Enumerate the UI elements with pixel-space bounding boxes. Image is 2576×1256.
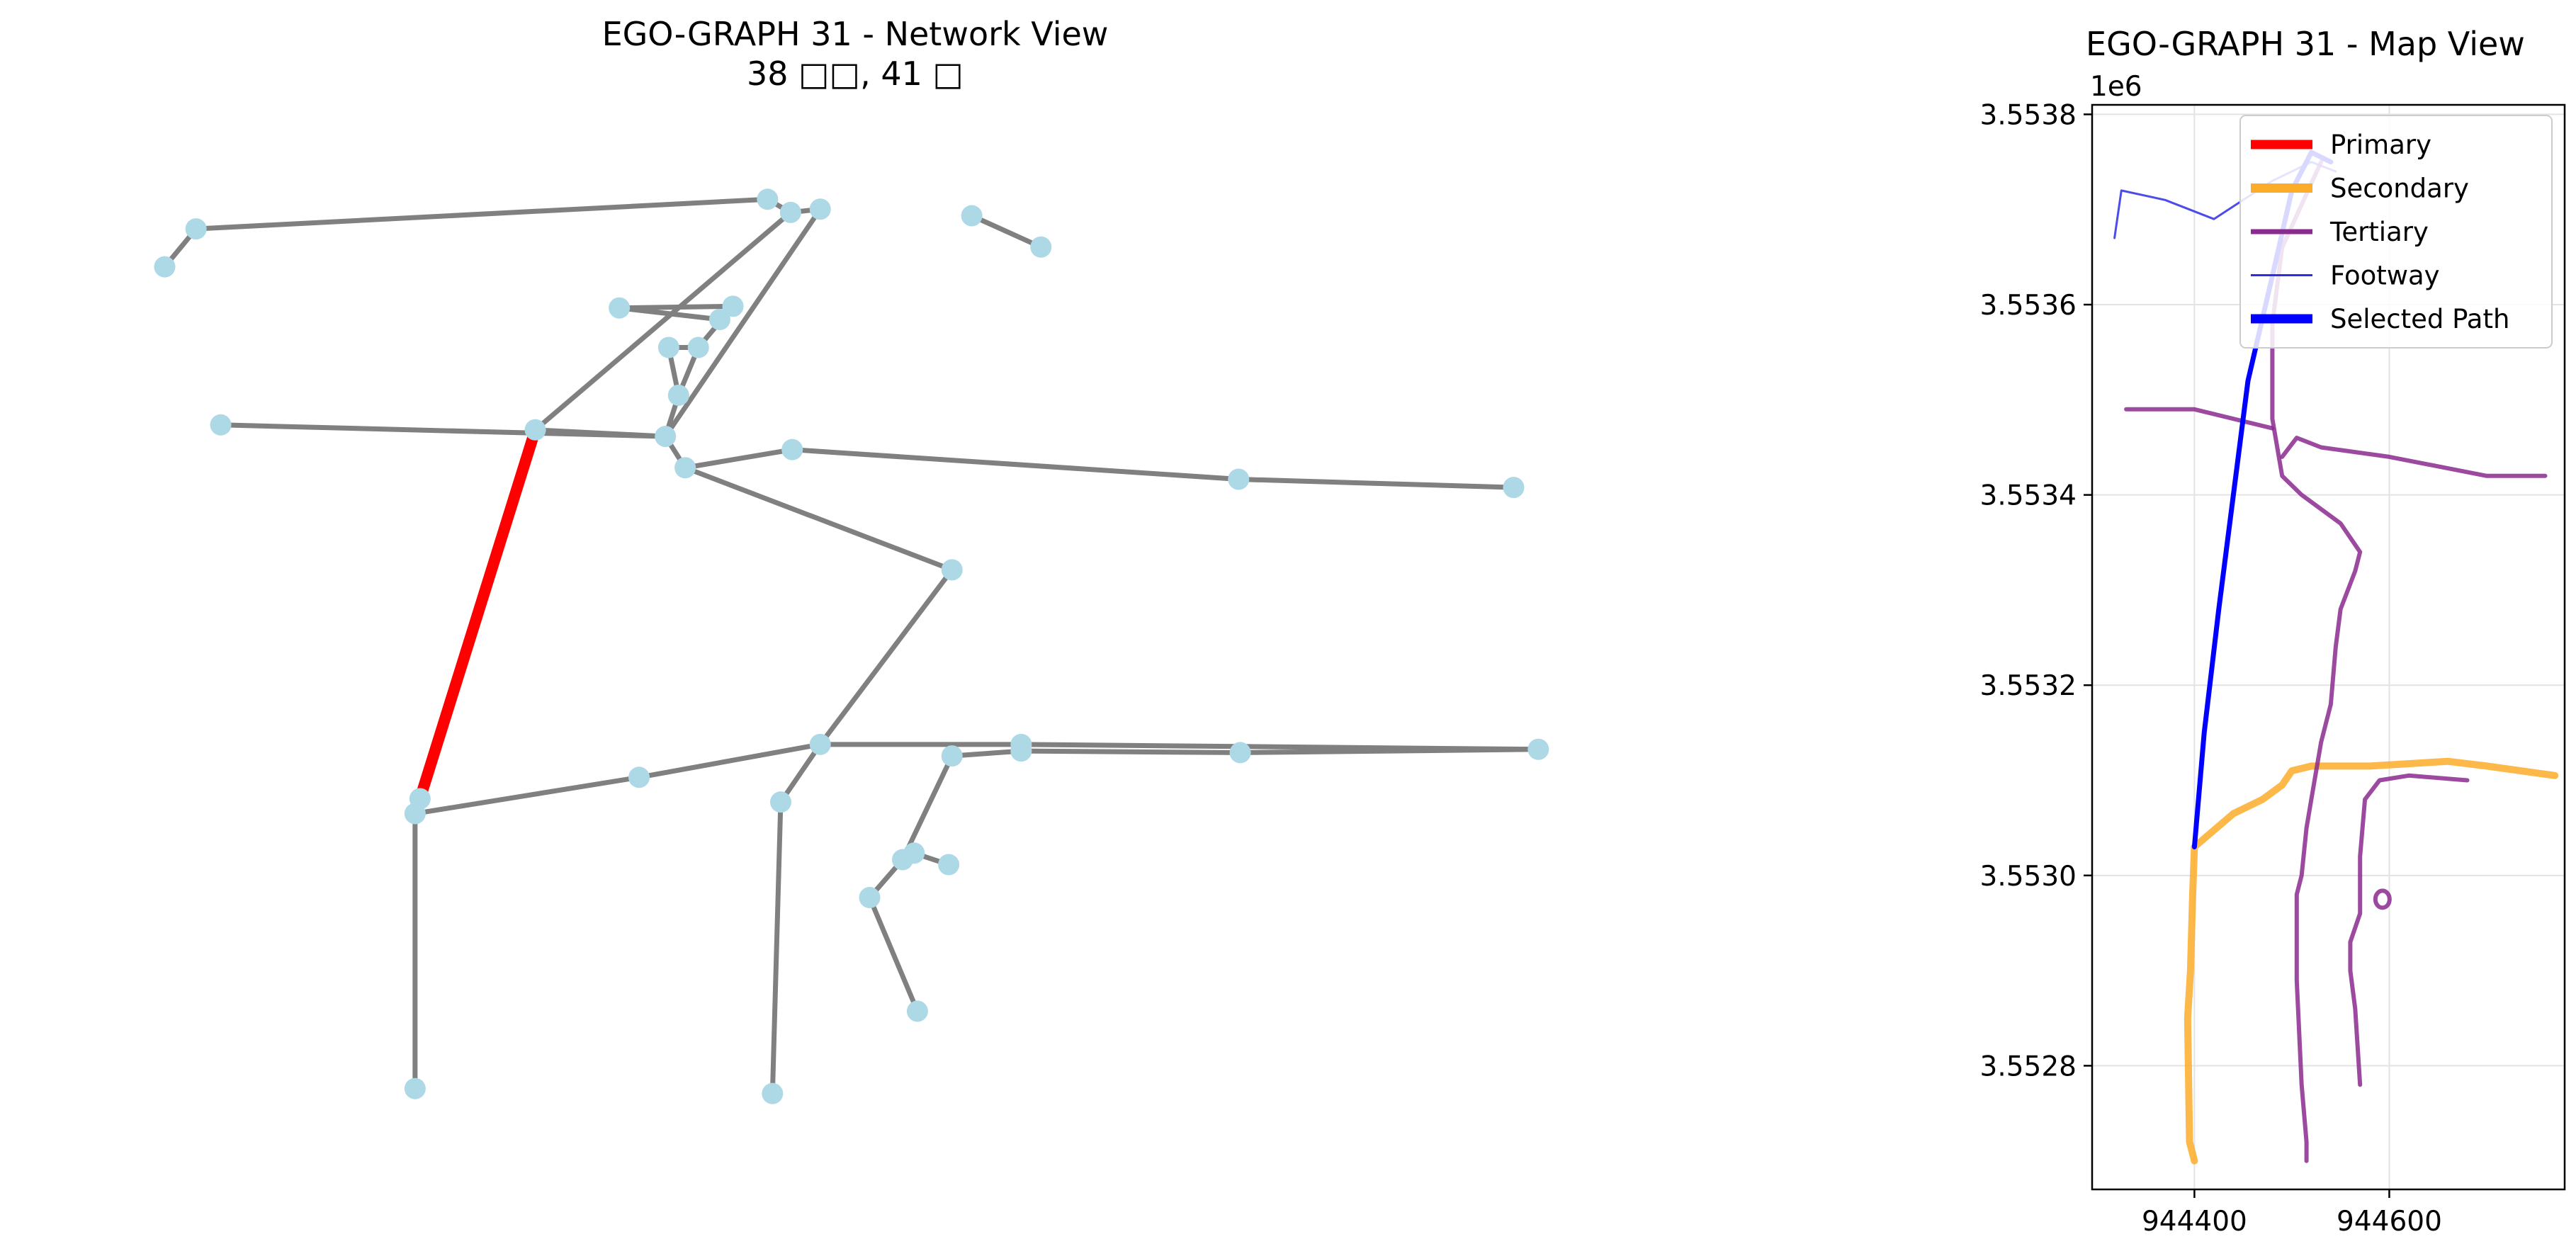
network-edge xyxy=(1238,747,1541,755)
network-node xyxy=(404,803,426,825)
network-node xyxy=(1503,477,1525,499)
network-edge xyxy=(818,567,955,747)
network-edge xyxy=(193,196,770,232)
network-node xyxy=(655,426,677,448)
network-edge xyxy=(866,895,920,1014)
network-highlight-edges xyxy=(414,428,541,800)
network-highlight-edge xyxy=(414,428,541,800)
network-edges xyxy=(162,196,1541,1097)
legend-label: Primary xyxy=(2330,130,2431,160)
network-node xyxy=(809,198,831,220)
y-tick-label: 3.5532 xyxy=(1980,670,2077,702)
y-tick-label: 3.5530 xyxy=(1980,861,2077,893)
network-node xyxy=(210,414,232,436)
network-node xyxy=(859,887,881,909)
network-node xyxy=(708,309,730,331)
network-node xyxy=(757,188,779,210)
network-node xyxy=(628,766,650,788)
map-y-ticks: 3.5528 3.5530 3.5532 3.5534 3.5536 3.5538 xyxy=(1980,99,2092,1082)
network-node xyxy=(941,745,963,767)
network-edge xyxy=(682,465,955,572)
network-node xyxy=(667,384,689,406)
network-node xyxy=(891,849,913,871)
map-line-tertiary xyxy=(2270,159,2363,1163)
network-edge xyxy=(778,742,823,805)
network-nodes xyxy=(154,188,1549,1104)
legend-label: Tertiary xyxy=(2329,217,2429,247)
network-edge xyxy=(616,305,723,322)
map-view-panel: EGO-GRAPH 31 - Map View 1e6 3.5528 3.5530… xyxy=(1980,25,2566,1238)
network-edge xyxy=(1236,477,1516,490)
map-legend: PrimarySecondaryTertiaryFootwaySelected … xyxy=(2239,115,2553,349)
network-edge xyxy=(662,206,823,439)
map-line-tertiary xyxy=(2124,407,2275,431)
network-node xyxy=(938,854,960,876)
network-node xyxy=(941,559,963,581)
map-line-tertiary xyxy=(2280,436,2548,478)
map-line-secondary xyxy=(2184,757,2559,1165)
network-node xyxy=(609,297,631,319)
network-node xyxy=(657,336,679,358)
network-view-panel: EGO-GRAPH 31 - Network View 38 □□, 41 □ xyxy=(154,15,1549,1104)
y-tick-label: 3.5536 xyxy=(1980,290,2077,322)
network-node xyxy=(674,457,696,479)
network-node xyxy=(906,1000,928,1022)
y-tick-label: 3.5528 xyxy=(1980,1051,2077,1082)
legend-label: Footway xyxy=(2330,261,2440,291)
network-node xyxy=(687,336,709,358)
map-axes-frame xyxy=(2091,103,2566,1191)
network-edge xyxy=(969,213,1044,250)
network-node xyxy=(1228,468,1250,490)
network-node xyxy=(769,791,791,813)
network-node xyxy=(1229,742,1251,764)
network-edge xyxy=(682,447,795,470)
network-node xyxy=(781,439,803,460)
network-node xyxy=(809,733,831,755)
network-node xyxy=(779,201,801,223)
map-line-tertiary xyxy=(2348,773,2470,1087)
legend-label: Secondary xyxy=(2330,174,2469,204)
network-node xyxy=(1010,740,1032,762)
network-node xyxy=(961,205,983,227)
network-edge xyxy=(789,447,1241,482)
network-node xyxy=(1030,236,1052,258)
legend-box xyxy=(2239,115,2553,349)
x-tick-label: 944400 xyxy=(2142,1206,2247,1238)
network-edge xyxy=(949,748,1024,759)
network-view-title: EGO-GRAPH 31 - Network View xyxy=(602,15,1109,53)
network-node xyxy=(722,295,744,317)
network-edge xyxy=(533,210,793,433)
network-node xyxy=(154,256,176,278)
network-node xyxy=(762,1082,784,1104)
x-tick-label: 944600 xyxy=(2337,1206,2442,1238)
network-node xyxy=(404,1077,426,1099)
network-view-subtitle: 38 □□, 41 □ xyxy=(747,55,964,93)
network-edge xyxy=(533,427,668,439)
network-node xyxy=(524,419,546,441)
network-node xyxy=(1527,738,1549,760)
y-tick-label: 3.5534 xyxy=(1980,480,2077,512)
network-edge xyxy=(412,774,642,816)
network-edge xyxy=(1018,748,1243,755)
network-edge xyxy=(769,799,784,1097)
map-x-ticks: 944400 944600 xyxy=(2142,1189,2442,1238)
legend-label: Selected Path xyxy=(2330,304,2509,334)
network-edge xyxy=(636,742,823,780)
map-view-title: EGO-GRAPH 31 - Map View xyxy=(2086,25,2525,63)
y-tick-label: 3.5538 xyxy=(1980,99,2077,131)
network-edge xyxy=(900,753,955,863)
y-offset-label: 1e6 xyxy=(2090,71,2142,103)
network-node xyxy=(185,218,207,240)
map-line-tertiary-loop xyxy=(2373,888,2392,910)
